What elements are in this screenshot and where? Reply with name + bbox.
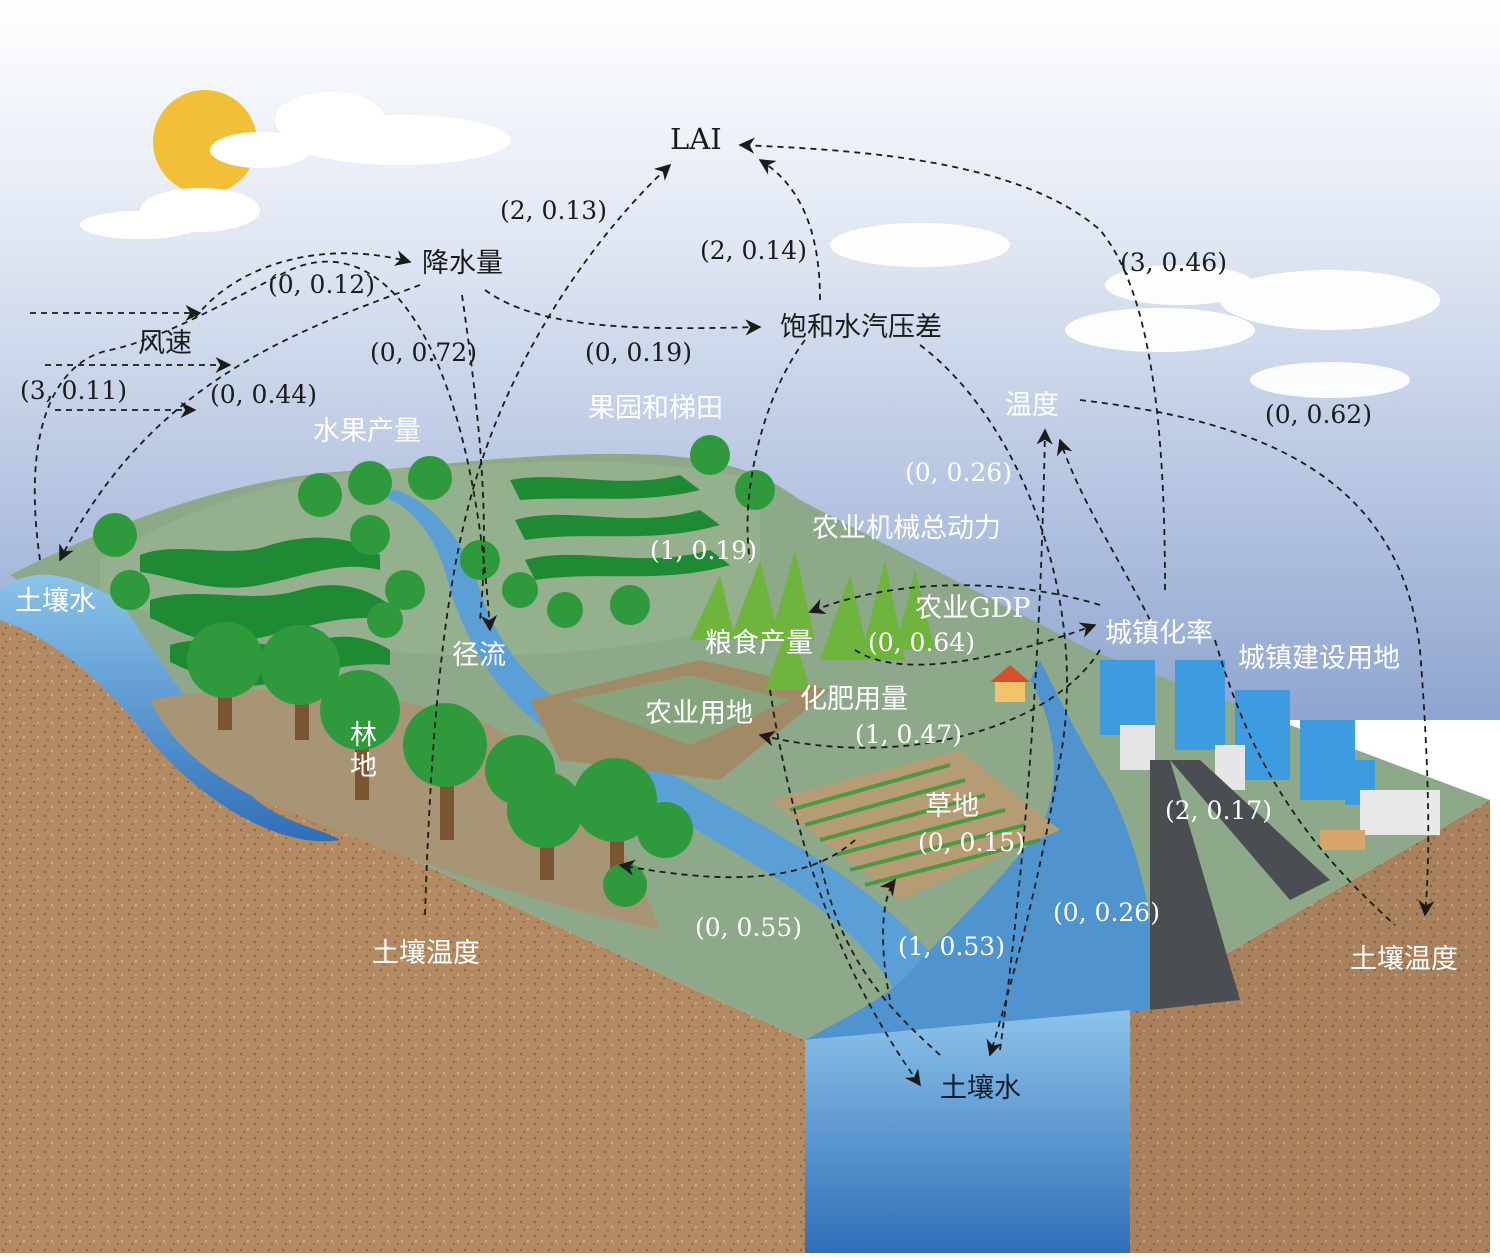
label-grassland: 草地 (925, 791, 979, 822)
label-wind-speed: 风速 (138, 328, 192, 359)
label-soil-water-bottom: 土壤水 (940, 1073, 1021, 1104)
arrow-urban-to-temp (1056, 438, 1151, 621)
grassland-field (770, 750, 1060, 900)
soil-right-face-shade (1130, 800, 1490, 1253)
cloud-icon-right (830, 223, 1440, 398)
edge-label: (0, 0.62) (1265, 400, 1372, 429)
edge-label: (3, 0.11) (20, 376, 127, 405)
edge-label: (0, 0.26) (1053, 898, 1160, 927)
edge-label: (0, 0.72) (370, 338, 477, 367)
water-front-face (805, 1010, 1130, 1253)
label-soil-water-left: 土壤水 (15, 586, 96, 617)
cloud-icon (80, 92, 510, 239)
label-urbanization: 城镇化率 (1105, 618, 1213, 649)
arrow-wind-to-precip (194, 250, 412, 319)
edge-label: (2, 0.14) (700, 236, 807, 265)
river-main (805, 660, 1153, 1040)
arrow-grass-to-forest (618, 839, 856, 879)
edge-label: (0, 0.15) (918, 828, 1025, 857)
forest-floor (150, 689, 660, 930)
label-orchard-terrace: 果园和梯田 (588, 393, 723, 424)
arrow-precip-to-vpd (484, 289, 762, 336)
forest-trees (93, 435, 775, 907)
arrow-urban-to-grain (808, 584, 1101, 614)
soil-right-face (1130, 800, 1490, 1253)
arrow-urbanland-to-soiltemp (1214, 639, 1396, 926)
arrow-wind-to-lai (33, 260, 498, 632)
arrow-soiltemp-to-lai (424, 163, 672, 916)
label-soil-temp-left: 土壤温度 (372, 938, 480, 969)
edge-label: (3, 0.46) (1120, 248, 1227, 277)
label-farm-machinery: 农业机械总动力 (812, 513, 1001, 544)
arrow-temp-to-soiltemp (1079, 399, 1435, 917)
arrow-soilwater-to-temp (999, 428, 1053, 1051)
arrow-vpd-to-soilwater (919, 344, 1068, 1057)
farmland-strip (570, 675, 790, 745)
label-temperature: 温度 (1005, 390, 1059, 421)
edge-label: (0, 0.55) (695, 913, 802, 942)
label-vpd: 饱和水汽压差 (780, 312, 942, 343)
label-urban-land: 城镇建设用地 (1238, 643, 1400, 674)
label-runoff: 径流 (452, 640, 506, 671)
arrow-precip-to-soilwater (59, 284, 421, 562)
label-forest: 林地 (350, 720, 377, 783)
label-lai: LAI (670, 122, 722, 156)
edge-label: (0, 0.26) (905, 458, 1012, 487)
edge-label: (1, 0.53) (898, 932, 1005, 961)
edge-label: (0, 0.19) (585, 338, 692, 367)
arrow-soilwater-loop (819, 859, 941, 1056)
city-buildings (990, 660, 1440, 1010)
crops (690, 550, 935, 690)
grass-rows (789, 763, 1041, 887)
arrow-urban-to-lai (738, 137, 1166, 591)
edge-label: (0, 0.64) (868, 628, 975, 657)
edge-label: (1, 0.47) (855, 720, 962, 749)
label-farmland: 农业用地 (645, 698, 753, 729)
sun-icon (153, 90, 257, 194)
causal-arrows (30, 137, 1435, 1087)
edge-label: (0, 0.44) (210, 380, 317, 409)
label-fertilizer: 化肥用量 (800, 684, 908, 715)
label-fruit-yield: 水果产量 (313, 416, 421, 447)
arrow-precip-to-runoff (461, 294, 485, 621)
edge-label: (0, 0.12) (268, 270, 375, 299)
edge-label: (2, 0.17) (1165, 796, 1272, 825)
arrow-urban-to-farmland (758, 649, 1101, 749)
label-grain-yield: 粮食产量 (705, 628, 813, 659)
label-precipitation: 降水量 (422, 248, 503, 279)
edge-label: (1, 0.19) (650, 536, 757, 565)
edge-label: (2, 0.13) (500, 196, 607, 225)
arrow-fert-to-urban (854, 622, 1097, 666)
arrow-grain-to-soilwater (769, 689, 921, 1087)
label-ag-gdp: 农业GDP (915, 593, 1031, 624)
arrow-vpd-to-lai (758, 159, 821, 301)
label-soil-temp-right: 土壤温度 (1350, 944, 1458, 975)
arrow-soilwater-to-grass (879, 878, 896, 1001)
